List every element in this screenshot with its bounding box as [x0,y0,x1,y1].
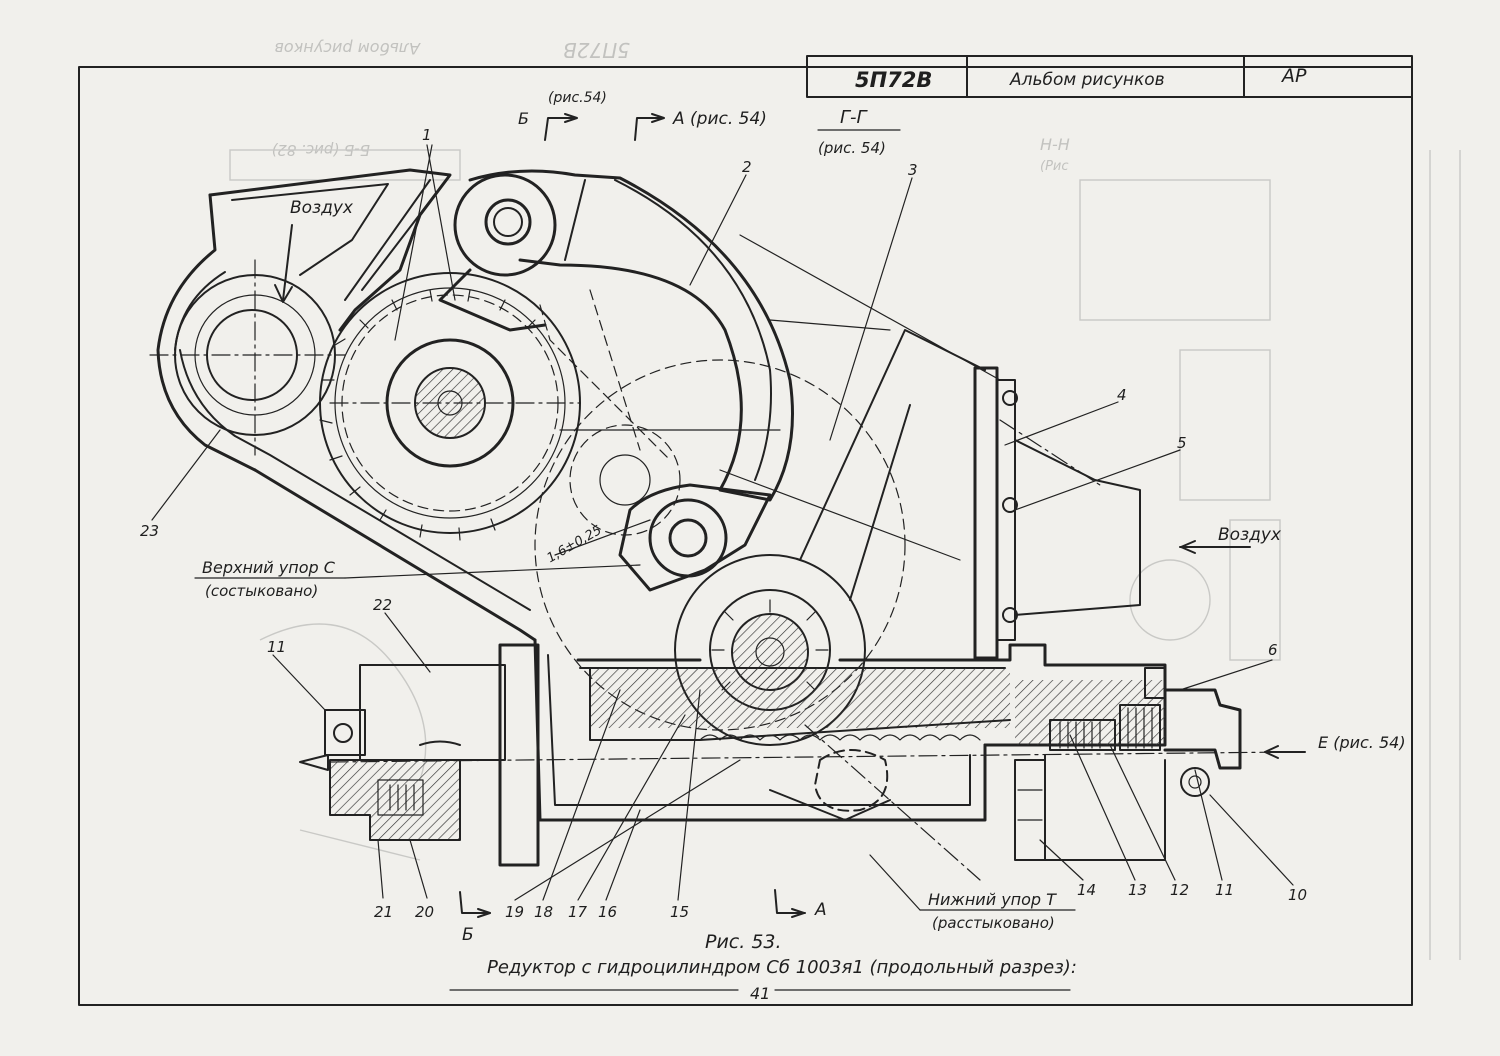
upper-stop-note: (состыковано) [205,582,318,600]
section-a-mark: А (рис. 54) [672,109,767,129]
section-indicators-bottom: Б А [459,889,827,945]
callout-6: 6 [1268,641,1278,659]
callout-20: 20 [415,903,434,921]
bottom-b-mark: Б [462,925,474,945]
figure-caption: Рис. 53. Редуктор с гидроцилиндром Сб 10… [449,931,1077,1003]
callout-16: 16 [598,903,617,921]
callouts: 1 2 3 4 5 6 10 11 11 12 13 14 15 16 17 1… [140,126,1307,921]
title-code: 5П72В [855,68,932,92]
callout-5: 5 [1177,434,1187,452]
section-g-ref: (рис. 54) [818,139,886,157]
callout-2: 2 [742,158,752,176]
figure-title: Редуктор с гидроцилиндром Сб 1003я1 (про… [487,957,1077,978]
title-block: 5П72В Альбом рисунков АР [806,55,1413,98]
callout-11-left: 11 [267,638,286,656]
callout-11-right: 11 [1215,881,1234,899]
callout-23: 23 [140,522,159,540]
section-e: Е (рис. 54) [1264,733,1406,759]
callout-3: 3 [908,161,918,179]
air-label-right: Воздух [1218,525,1282,545]
page-number: 41 [750,984,770,1003]
section-b-ref: (рис.54) [548,90,607,106]
bleed-through: 5П72В Альбом рисунков Б-Б (рис. 82) Н-Н … [229,38,1461,960]
callout-14: 14 [1077,881,1096,899]
callout-15: 15 [670,903,689,921]
tolerance-label: 1,6±0,25 [545,523,605,566]
lower-stop-label: Нижний упор Т [928,890,1057,909]
bleed-code: 5П72В [563,38,630,62]
air-label-top: Воздух [290,198,354,218]
callout-17: 17 [568,903,588,921]
callout-13: 13 [1128,881,1147,899]
section-indicators-top: Б (рис.54) А (рис. 54) Г-Г (рис. 54) [518,90,901,157]
sheet-frame [78,66,1413,1006]
callout-19: 19 [505,903,524,921]
bottom-a-mark: А [814,900,827,920]
figure-number: Рис. 53. [705,931,782,953]
stop-annotations: Верхний упор С (состыковано) Нижний упор… [194,558,1076,932]
leader-lines [151,144,1294,901]
gearbox-housing: Воздух 1,6±0,25 [149,168,1291,881]
bleed-hh: Н-Н [1040,135,1070,154]
callout-10: 10 [1288,886,1307,904]
bleed-album: Альбом рисунков [274,39,421,58]
section-b-mark: Б [518,109,529,128]
title-mark: АР [1280,65,1307,87]
callout-21: 21 [374,903,393,921]
section-g-title: Г-Г [840,107,869,128]
lower-stop-note: (расстыковано) [932,914,1055,932]
callout-12: 12 [1170,881,1189,899]
title-album: Альбом рисунков [1009,70,1165,90]
section-e-ref: Е (рис. 54) [1318,733,1406,752]
bleed-hh-ref: (Рис [1040,159,1069,174]
callout-4: 4 [1117,386,1127,404]
callout-22: 22 [373,596,392,614]
callout-1: 1 [422,126,432,144]
callout-18: 18 [534,903,553,921]
upper-stop-label: Верхний упор С [202,558,336,577]
